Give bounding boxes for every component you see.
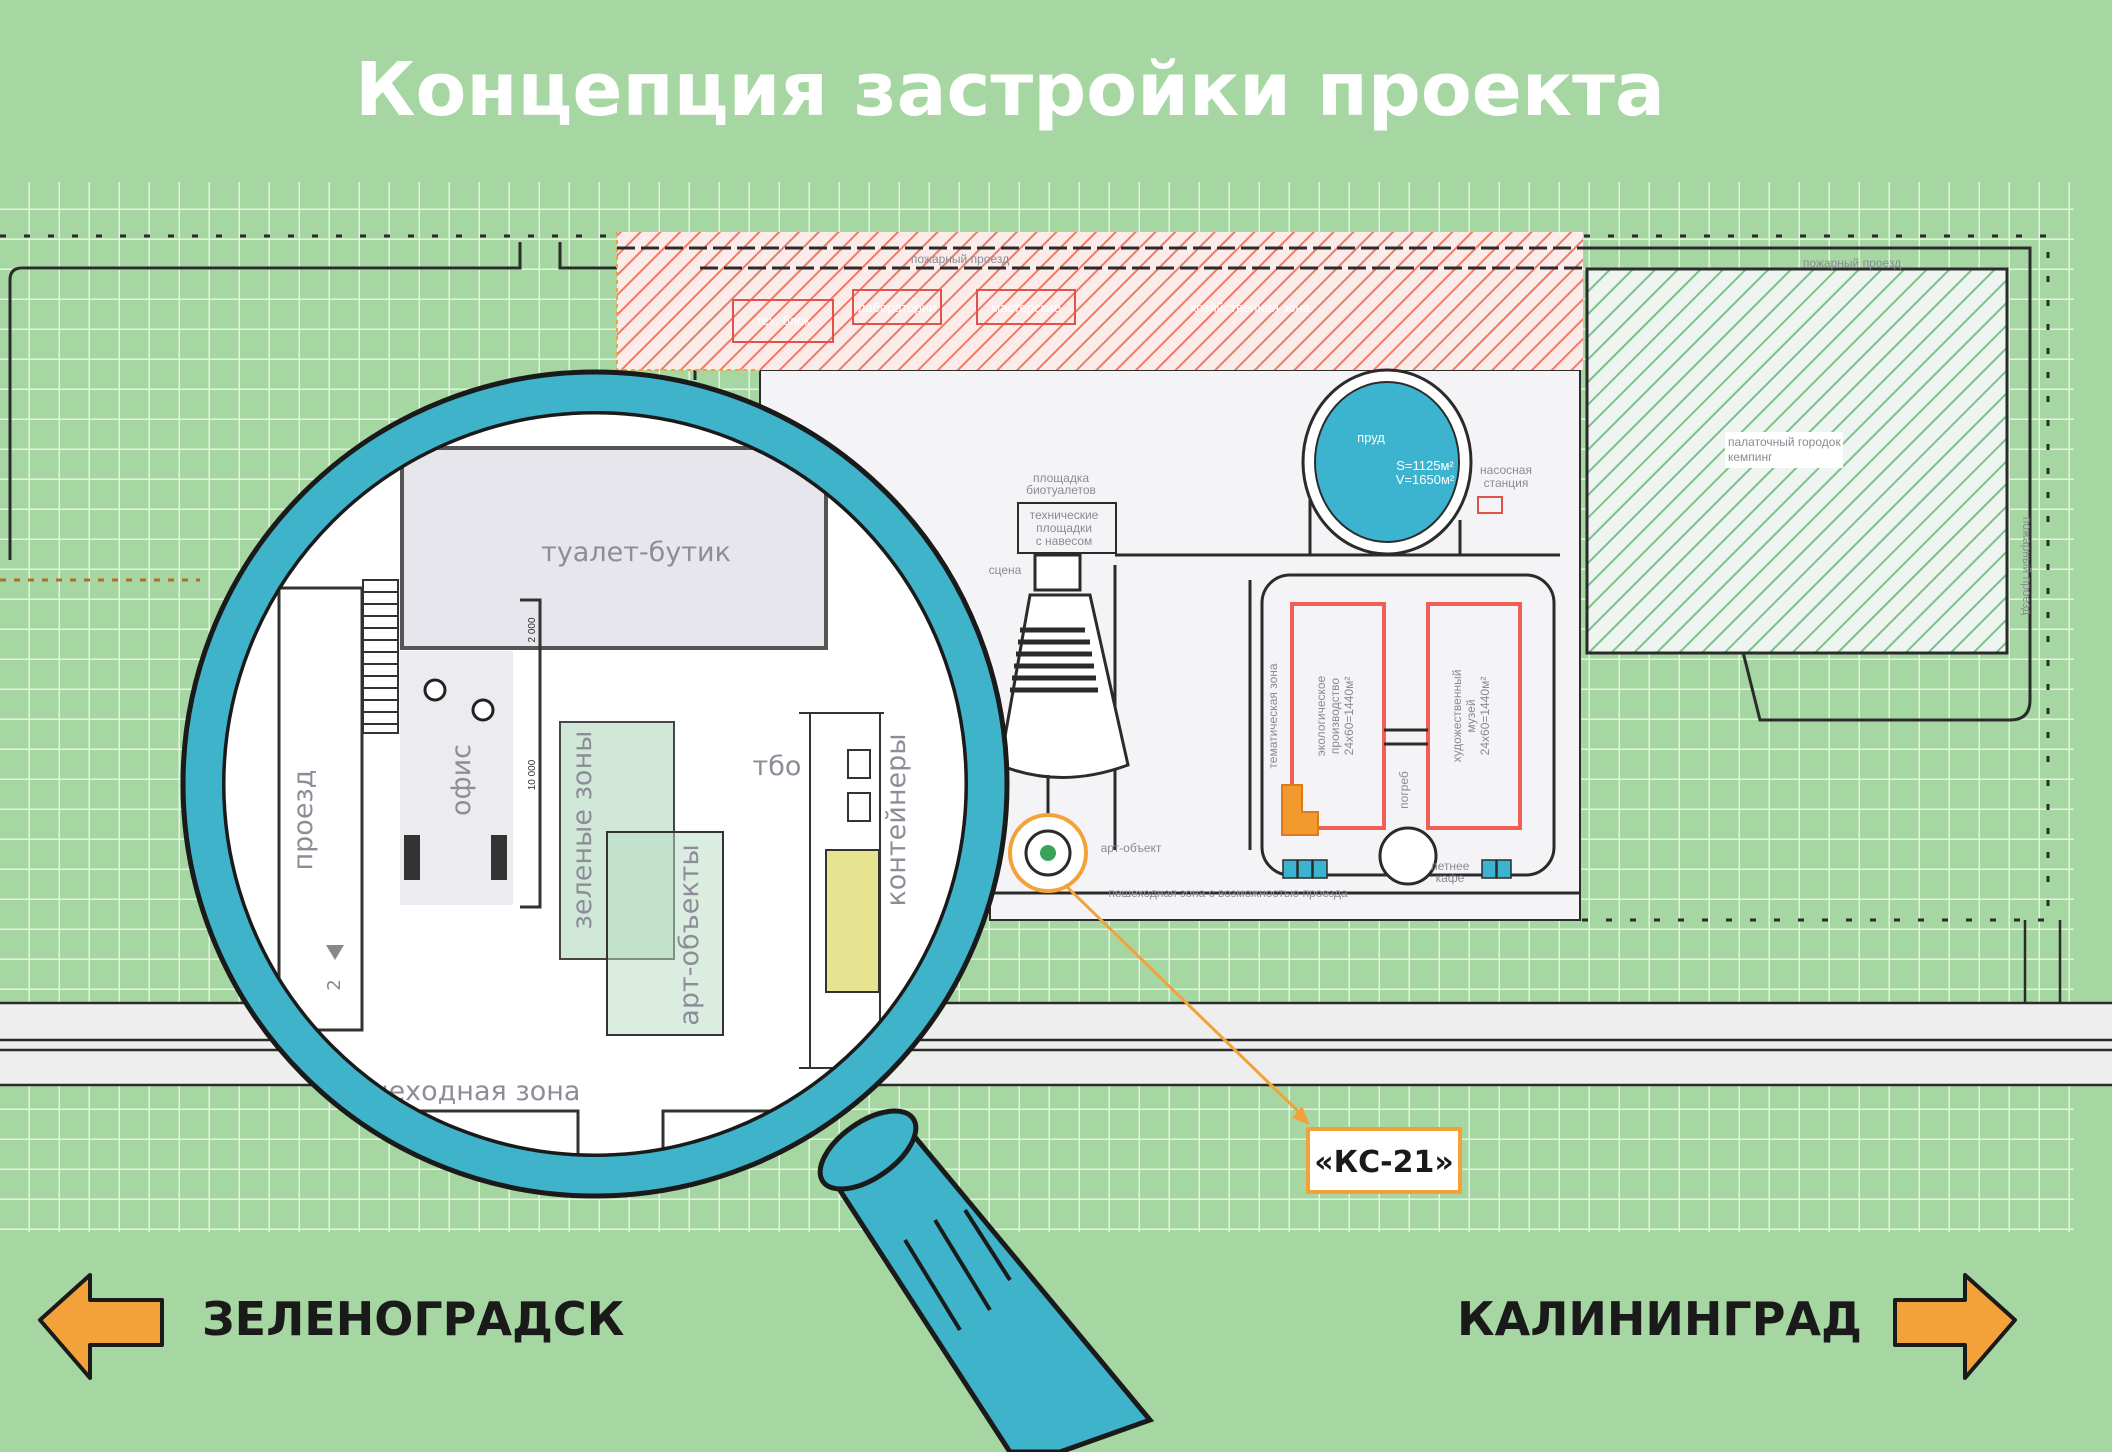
- pump-label-2: станция: [1484, 476, 1529, 490]
- page-title: Концепция застройки проекта: [355, 47, 1665, 133]
- camping-label-bg: [1725, 432, 1843, 468]
- tech-sites-label-1: технические: [1030, 508, 1099, 522]
- arrow-left-icon[interactable]: [38, 1273, 164, 1380]
- fire-road-label: пожарный проезд: [911, 252, 1009, 266]
- orange-annex: [1281, 784, 1319, 836]
- amphitheater-seats: [1010, 627, 1098, 693]
- pump-label-1: насосная: [1480, 463, 1532, 477]
- dim-2000: 2 000: [527, 617, 538, 642]
- art-objects-area[interactable]: [606, 831, 724, 1036]
- containers-label: контейнеры: [881, 733, 912, 906]
- museum-label-3: 24х60=1440м²: [1478, 677, 1492, 756]
- pond-volume: V=1650м²: [1396, 472, 1455, 487]
- tech-sites-label-3: с навесом: [1036, 534, 1093, 548]
- accessible-parking-icons: [1282, 859, 1512, 879]
- art-object-label: арт-объект: [1101, 841, 1162, 855]
- lens-inner-edge: [220, 409, 970, 1159]
- tech-sites[interactable]: [1017, 502, 1117, 554]
- pedestrian-zone-label: пешеходная зона с возможностью проезда: [1108, 886, 1348, 900]
- direction-left-label: ЗЕЛЕНОГРАДСК: [202, 1292, 624, 1346]
- arrow-right-icon[interactable]: [1893, 1273, 2017, 1380]
- triangle-marker-icon: [326, 945, 344, 960]
- direction-right-label: КАЛИНИНГРАД: [1457, 1292, 1862, 1346]
- cafe-label-2: кафе: [1436, 871, 1465, 885]
- driveway-label: проезд: [288, 770, 319, 871]
- container-icon-2: [847, 792, 871, 822]
- magnifier-handle: [817, 1108, 1155, 1452]
- toilet-boutique-label: туалет-бутик: [541, 537, 731, 568]
- callout-arrowhead: [1292, 1106, 1310, 1125]
- solid-waste-label: тбо: [753, 751, 802, 782]
- dimension-line: [520, 598, 542, 909]
- stage[interactable]: [1033, 553, 1082, 592]
- biotoilets-label-1: площадка: [1033, 471, 1089, 485]
- pond[interactable]: [1314, 381, 1460, 543]
- magnifier-lens: туалет-бутик офис 2 000 10 000 проезд 2 …: [223, 412, 967, 1156]
- pond-area: S=1125м²: [1396, 458, 1454, 473]
- callout-leader: [1063, 883, 1307, 1120]
- magnifier-ring: [184, 373, 1006, 1195]
- pump-station[interactable]: [1477, 496, 1503, 514]
- workshops[interactable]: [976, 289, 1076, 325]
- right-access-road: [2023, 920, 2062, 1003]
- tech-block-label: тех. блок: [756, 313, 810, 328]
- tech-block[interactable]: [732, 299, 834, 343]
- utility-zone-label: хозяйственная зона: [1190, 300, 1311, 315]
- art-museum-building[interactable]: [1426, 602, 1522, 830]
- cafe-label-1: летнее: [1431, 859, 1470, 873]
- pond-label: пруд: [1357, 430, 1385, 445]
- camping-label-1: палаточный городок: [1728, 435, 1841, 449]
- thematic-zone-label: тематическая зона: [1266, 663, 1280, 769]
- museum-label-2: музей: [1464, 699, 1478, 732]
- fire-road-side-label: пожарный проезд: [2020, 517, 2034, 615]
- art-object: [1040, 845, 1056, 861]
- toilet-boutique-building[interactable]: [400, 446, 828, 650]
- ks21-label: «КС-21»: [1314, 1145, 1454, 1180]
- eco-label-2: производство: [1328, 678, 1342, 754]
- ks21-callout[interactable]: [1306, 1127, 1462, 1194]
- eco-label-1: экологическое: [1314, 675, 1328, 756]
- cellar-label: погреб: [1397, 771, 1411, 809]
- fire-road-right-label: пожарный проезд: [1803, 256, 1901, 270]
- container-icon: [847, 749, 871, 779]
- cafe[interactable]: [1378, 826, 1438, 886]
- internal-road: [1115, 500, 1560, 557]
- office-label: офис: [446, 744, 477, 816]
- magnifier-outer-edge: [180, 369, 1010, 1199]
- museum-label-1: художественный: [1450, 670, 1464, 763]
- highway-lines: [0, 1001, 2112, 1087]
- dim-10000: 10 000: [527, 759, 538, 790]
- eco-production-building[interactable]: [1290, 602, 1386, 830]
- marker-number: 2: [324, 979, 345, 990]
- biotoilets-label-2: биотуалетов: [1026, 483, 1096, 497]
- laboratories[interactable]: [852, 289, 942, 325]
- green-zones-label: зеленые зоны: [567, 731, 598, 930]
- waste-area[interactable]: [825, 849, 880, 993]
- laboratories-label: лаборатории: [858, 300, 936, 315]
- cafe-tables-icons: [423, 678, 495, 722]
- fire-road-right: [1583, 246, 2032, 722]
- containers-area: [799, 712, 884, 1069]
- bench-icons: [404, 835, 507, 880]
- art-objects-label: арт-объекты: [674, 844, 705, 1025]
- workshops-label: мастерские: [991, 300, 1061, 315]
- driveway: [277, 586, 364, 1032]
- eco-label-3: 24х60=1440м²: [1342, 677, 1356, 756]
- tech-sites-label-2: площадки: [1036, 521, 1092, 535]
- camping-label-2: кемпинг: [1728, 450, 1773, 464]
- stage-label: сцена: [989, 563, 1022, 577]
- utility-zone-edge: [616, 232, 760, 371]
